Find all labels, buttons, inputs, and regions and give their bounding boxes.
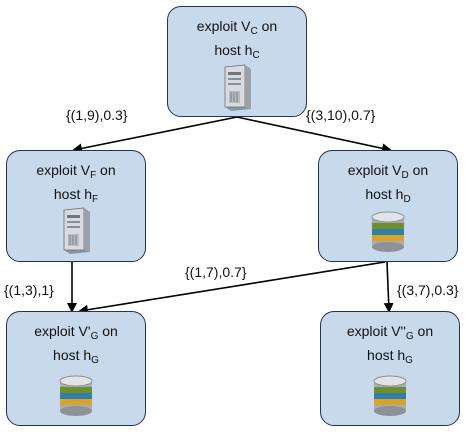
edge-label-d-to-g2: {(3,7),0.3} <box>397 282 459 298</box>
server-tower-icon <box>63 207 90 254</box>
server-tower-icon <box>224 64 251 111</box>
node-vc-title: exploit VC on host hC <box>196 18 278 61</box>
edge-label-c-to-f: {(1,9),0.3} <box>66 107 128 123</box>
node-exploit-vc: exploit VC on host hC <box>167 6 307 117</box>
edge-label-c-to-d: {(3,10),0.7} <box>306 107 376 123</box>
node-exploit-vg-double-prime: exploit V''G on host hG <box>320 311 460 426</box>
database-icon <box>371 211 405 252</box>
database-icon <box>59 375 93 416</box>
node-exploit-vg-prime: exploit V'G on host hG <box>6 311 146 426</box>
node-exploit-vf: exploit VF on host hF <box>6 150 146 262</box>
edge-label-d-to-g1: {(1,7),0.7} <box>185 264 247 280</box>
edge-c-to-f <box>72 116 238 154</box>
node-exploit-vd: exploit VD on host hD <box>318 150 458 262</box>
edge-d-to-g1 <box>78 261 386 315</box>
node-vf-title: exploit VF on host hF <box>36 162 116 205</box>
node-vg2-title: exploit V''G on host hG <box>346 323 434 366</box>
edge-d-to-g2 <box>383 261 394 313</box>
node-vd-title: exploit VD on host hD <box>347 162 429 205</box>
database-icon <box>373 375 407 416</box>
edge-c-to-d <box>236 116 392 154</box>
node-vg1-title: exploit V'G on host hG <box>34 323 118 366</box>
edge-label-f-to-g1: {(1,3),1} <box>4 282 54 298</box>
